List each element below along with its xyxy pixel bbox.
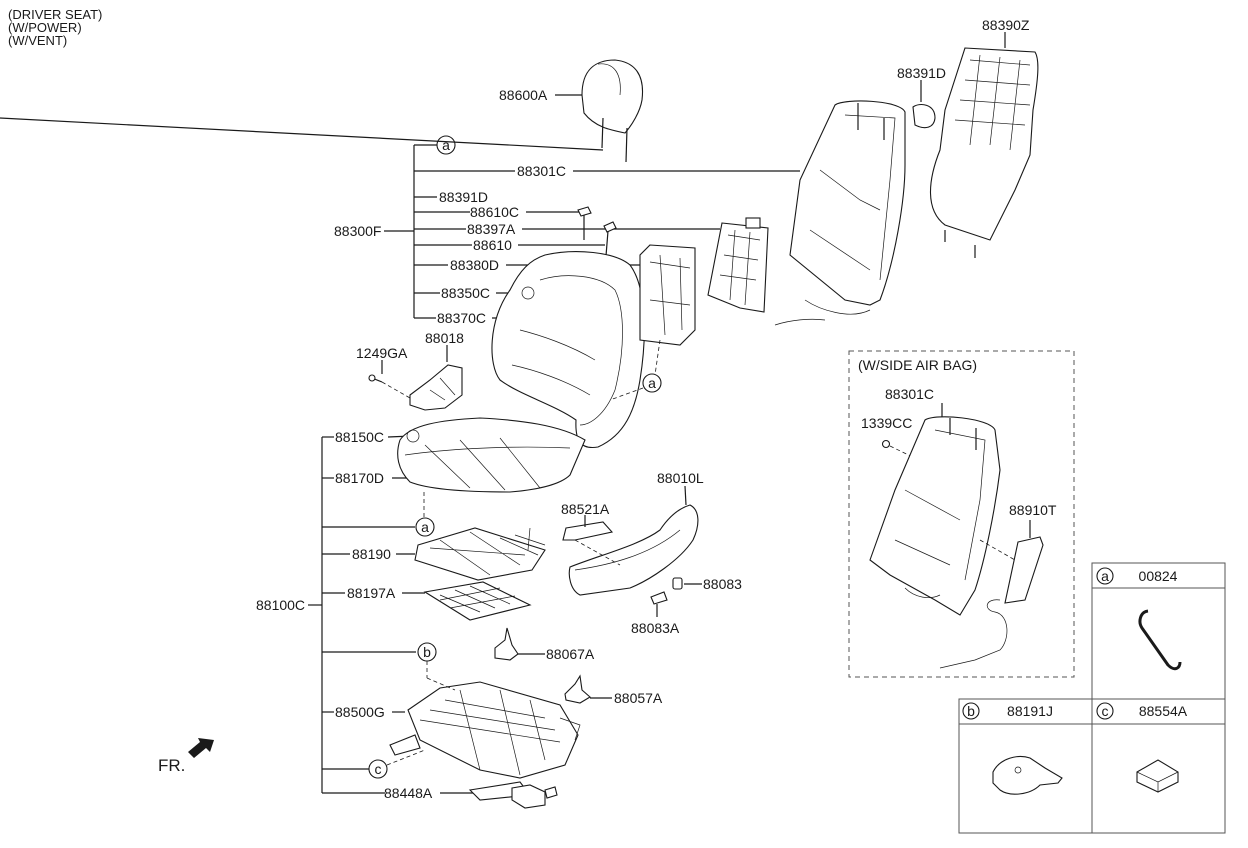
label-88610: 88610 [473,237,512,253]
svg-text:a: a [648,375,656,391]
label-88500G: 88500G [335,704,385,720]
svg-text:b: b [423,644,431,660]
label-88010L: 88010L [657,470,704,486]
label-88397A: 88397A [467,221,516,237]
back-frame-cap-part[interactable] [912,104,936,129]
bracket-88067A-part[interactable] [494,627,519,661]
legend-part-00824: 00824 [1139,568,1178,584]
label-88380D: 88380D [450,257,499,273]
vent-mat-part[interactable] [707,217,769,313]
callout-a-top: a [436,135,456,155]
knob-a-part[interactable] [650,591,668,605]
legend-item-b: b 88191J [962,702,1063,795]
label-88301C: 88301C [517,163,566,179]
label-88301C-airbag: 88301C [885,386,934,402]
label-88197A: 88197A [347,585,396,601]
motor-part[interactable] [511,784,558,809]
front-direction-indicator: FR. [158,738,214,775]
label-88910T: 88910T [1009,502,1057,518]
cushion-mat-part[interactable] [423,581,532,621]
note-driver-seat: (DRIVER SEAT) [8,7,103,22]
knob-part[interactable] [672,577,683,590]
label-88170D: 88170D [335,470,384,486]
headrest-part[interactable] [0,59,644,163]
legend-item-a: a 00824 [1096,567,1182,671]
switch-part[interactable] [562,521,614,541]
front-label: FR. [158,756,185,775]
callout-a-cushion: a [415,517,435,537]
label-88370C: 88370C [437,310,486,326]
legend-table [958,562,1226,834]
label-88350C: 88350C [441,285,490,301]
svg-text:c: c [375,761,382,777]
label-88150C: 88150C [335,429,384,445]
actuator-88191J-part [992,755,1063,795]
label-88057A: 88057A [614,690,663,706]
seat-track-part[interactable] [389,681,581,801]
label-88083: 88083 [703,576,742,592]
back-frame-part[interactable] [774,100,906,326]
label-88521A: 88521A [561,501,610,517]
label-88391D-left: 88391D [439,189,488,205]
legend-part-88554A: 88554A [1139,703,1188,719]
side-shield-part[interactable] [568,504,699,596]
label-88600A: 88600A [499,87,548,103]
back-cover-part[interactable] [491,251,645,449]
label-88610C: 88610C [470,204,519,220]
note-vent: (W/VENT) [8,33,68,48]
module-88554A-part [1136,759,1179,793]
side-airbag-title: (W/SIDE AIR BAG) [858,357,977,373]
label-88300F: 88300F [334,223,381,239]
screw-part [368,374,411,399]
legend-item-c: c 88554A [1096,702,1188,793]
airbag-module-part[interactable] [939,536,1044,669]
airbag-frame-part[interactable] [869,416,1001,616]
legend-part-88191J: 88191J [1007,703,1053,719]
label-88067A: 88067A [546,646,595,662]
callout-b: b [417,642,456,691]
label-1339CC: 1339CC [861,415,912,431]
bracket-88057A-part[interactable] [564,674,591,704]
nut-part[interactable] [881,439,891,449]
cushion-heater-part[interactable] [414,527,546,581]
guide-pins [577,206,617,257]
note-power: (W/POWER) [8,20,82,35]
svg-text:a: a [1101,568,1109,584]
svg-text:a: a [421,519,429,535]
label-88100C: 88100C [256,597,305,613]
callout-a-back: a [609,373,662,401]
svg-text:b: b [967,703,975,719]
cushion-cover-part[interactable] [397,417,586,493]
cushion-assembly-bracket [308,436,416,794]
label-88391D-right: 88391D [897,65,946,81]
label-88018: 88018 [425,330,464,346]
back-board-part[interactable] [929,47,1039,258]
label-88448A: 88448A [384,785,433,801]
label-1249GA: 1249GA [356,345,408,361]
svg-text:c: c [1102,703,1109,719]
label-88390Z: 88390Z [982,17,1030,33]
label-88190: 88190 [352,546,391,562]
side-airbag-variant-box [848,350,1075,678]
callout-c: c [368,749,426,779]
callout-a-label: a [442,137,450,153]
back-heater-part[interactable] [639,244,696,376]
label-88083A: 88083A [631,620,680,636]
clip-00824-part [1138,609,1182,671]
shield-cover-part[interactable] [409,364,463,411]
front-arrow-icon [188,738,214,758]
